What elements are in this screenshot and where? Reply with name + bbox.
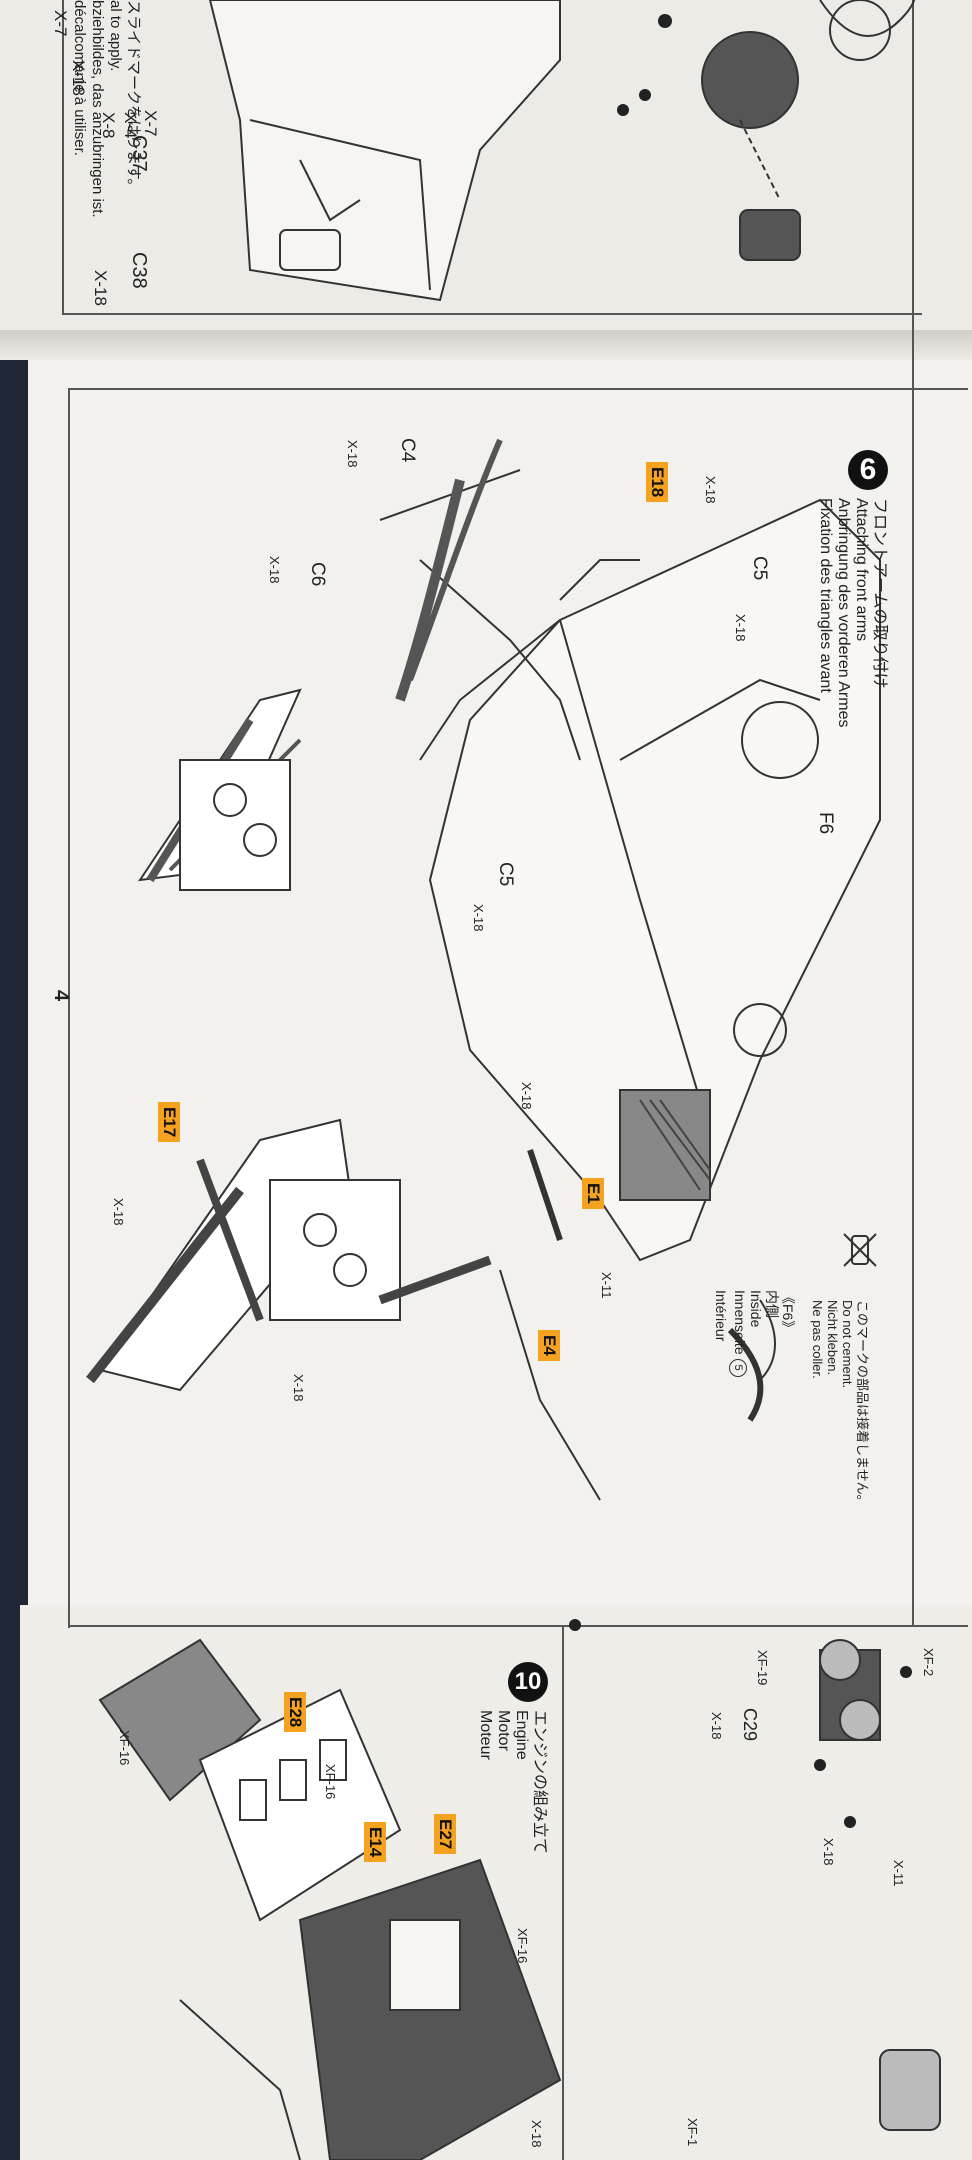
part-label-c29: C29 (740, 1708, 760, 1742)
fold-crease (0, 330, 972, 360)
part-label: XF-16 (117, 1730, 132, 1766)
part-label: XF-16 (515, 1928, 530, 1964)
notice-fr: Ne pas coller. (810, 1300, 825, 1379)
frame-line (68, 1625, 968, 1627)
frame-line (62, 0, 64, 315)
frame-line (912, 0, 914, 1625)
frame-line (62, 313, 922, 315)
part-label-f6: F6 (815, 812, 836, 835)
part-label: X-18 (111, 1198, 126, 1226)
part-label-e18: E18 (646, 462, 668, 503)
step10-number: 10 (508, 1662, 548, 1702)
part-label: X-7 (141, 110, 160, 137)
frame-line (560, 1625, 562, 1627)
part-label: X-18 (291, 1374, 306, 1402)
part-label-c5: C5 (495, 862, 516, 887)
part-label: XF-2 (921, 1648, 936, 1677)
step10-title-fr: Moteur (477, 1710, 494, 1760)
page-number: 4 (50, 990, 72, 1002)
step6-title-en: Attaching front arms (853, 498, 870, 642)
step10-title-de: Motor (495, 1710, 512, 1751)
step-reference-badge: 5 (729, 1358, 747, 1377)
part-label: X-11 (599, 1272, 614, 1299)
part-label: X-18 (709, 1712, 724, 1740)
part-label: X-18 (529, 2120, 544, 2148)
part-label-c5: C5 (749, 556, 770, 581)
part-label: X-18 (821, 1838, 836, 1866)
f6-detail-fr: Intérieur (713, 1290, 729, 1342)
frame-line (68, 388, 968, 390)
part-label: C38 (128, 252, 150, 289)
step6-titles: フロントアームの取り付け Attaching front arms Anbrin… (816, 498, 888, 727)
part-label: X-18 (91, 270, 110, 306)
step10-header: 10 エンジンの組み立て Engine Motor Moteur (476, 1662, 548, 1854)
step6-title-jp: フロントアームの取り付け (871, 498, 888, 689)
step10-title-jp: エンジンの組み立て (531, 1710, 548, 1855)
part-label: X-18 (703, 476, 718, 504)
part-label-e28: E28 (284, 1692, 306, 1733)
part-label: XF-16 (323, 1764, 338, 1800)
f6-detail-callout: 《F6》 内側 Inside Innenseite 5 Intérieur (713, 1290, 796, 1377)
step10-titles: エンジンの組み立て Engine Motor Moteur (476, 1710, 548, 1854)
frame-line (562, 1625, 564, 2160)
part-label: X-18 (471, 904, 486, 932)
f6-detail-jp: 内側 (764, 1290, 780, 1318)
part-label-e14: E14 (364, 1822, 386, 1863)
notice-de: Nicht kleben. (825, 1300, 840, 1376)
do-not-cement-notice: このマークの部品は接着しません。 Do not cement. Nicht kl… (810, 1300, 870, 1508)
part-label: X-7 (51, 10, 70, 37)
part-label: X-18 (733, 614, 748, 642)
part-label: X-18 (267, 556, 282, 584)
part-label: X-18 (345, 440, 360, 468)
step6-number: 6 (848, 450, 888, 490)
step6-header: 6 フロントアームの取り付け Attaching front arms Anbr… (816, 450, 888, 727)
part-label-e4: E4 (538, 1330, 560, 1361)
f6-detail-title: 《F6》 (780, 1290, 796, 1335)
f6-detail-de: Innenseite (732, 1290, 748, 1355)
part-label: X-18 (519, 1082, 534, 1110)
no-cement-icon (840, 1230, 880, 1270)
part-label: XF-19 (755, 1650, 770, 1686)
part-label-c4: C4 (397, 438, 418, 463)
f6-detail-en: Inside (748, 1290, 764, 1328)
step6-title-de: Anbringung des vorderen Armes (835, 498, 852, 728)
part-label-c6: C6 (307, 562, 328, 587)
step10-title-en: Engine (513, 1710, 530, 1760)
part-label: X-11 (891, 1860, 906, 1887)
part-label: XF-1 (685, 2118, 700, 2147)
frame-line (68, 388, 70, 1628)
part-label-e1: E1 (582, 1178, 604, 1209)
part-label-e27: E27 (434, 1814, 456, 1855)
notice-jp: このマークの部品は接着しません。 (855, 1300, 870, 1508)
decal-instruction-text: スライドマークをはります。 al to apply. bziehbildes, … (71, 0, 142, 218)
part-label-e17: E17 (158, 1102, 180, 1143)
step6-title-fr: Fixation des triangles avant (817, 498, 834, 693)
notice-en: Do not cement. (840, 1300, 855, 1389)
